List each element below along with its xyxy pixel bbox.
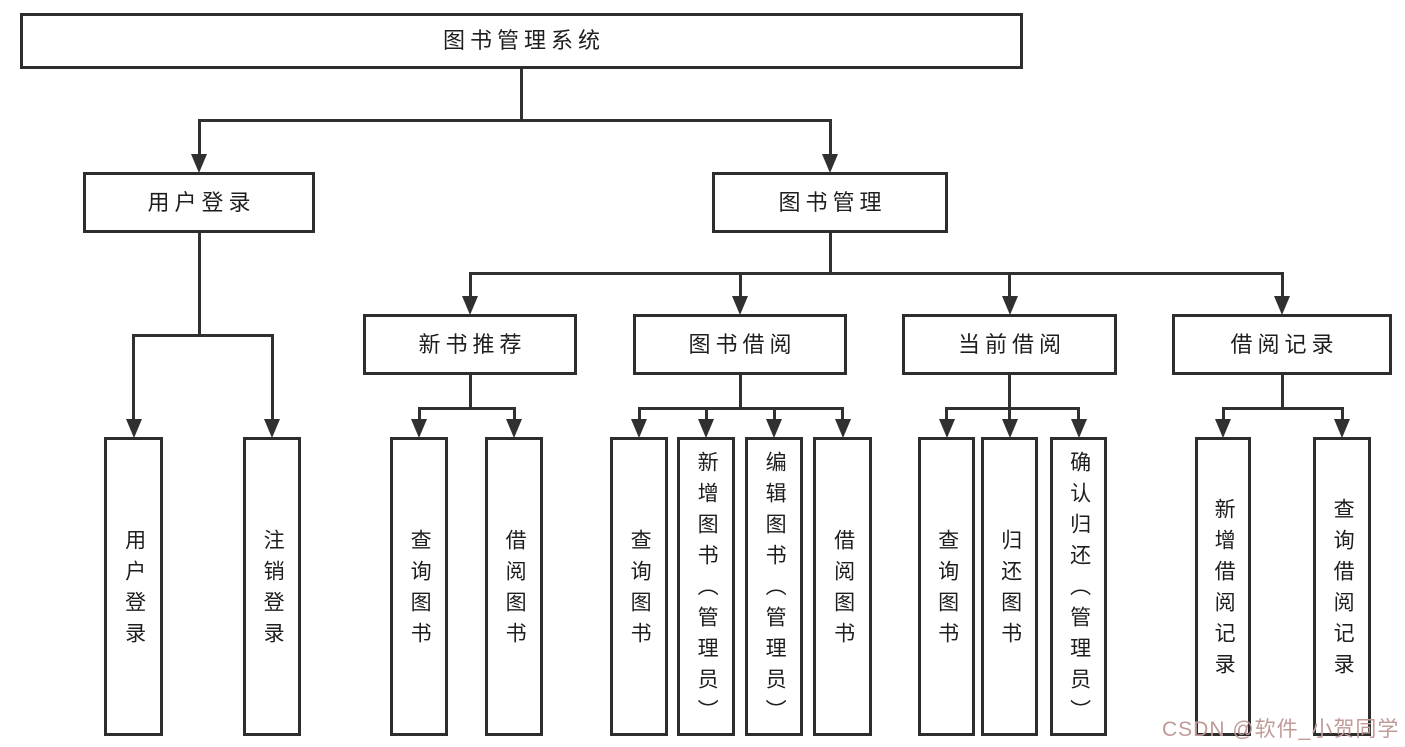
- node-new-book-recommend: 新书推荐: [363, 314, 577, 375]
- connector-line: [132, 335, 135, 420]
- connector-line: [197, 233, 201, 335]
- node-query-books-borrowing: 查询图书: [610, 437, 668, 736]
- connector-line: [841, 408, 844, 420]
- arrowhead-down-icon: [506, 419, 522, 438]
- connector-line: [828, 233, 832, 273]
- arrowhead-down-icon: [834, 419, 851, 438]
- connector-line: [945, 408, 948, 420]
- connector-line: [132, 333, 274, 337]
- arrowhead-down-icon: [125, 419, 142, 438]
- arrowhead-down-icon: [766, 419, 782, 438]
- connector-line: [738, 375, 742, 408]
- node-user-login-action: 用户登录: [104, 437, 163, 736]
- watermark: CSDN @软件_小贺同学: [1162, 718, 1400, 741]
- node-add-borrow-record: 新增借阅记录: [1195, 437, 1251, 736]
- connector-line: [637, 408, 641, 420]
- connector-line: [828, 120, 832, 155]
- arrowhead-down-icon: [698, 419, 714, 438]
- connector-line: [417, 406, 516, 410]
- connector-line: [772, 408, 776, 420]
- arrowhead-down-icon: [264, 419, 280, 438]
- node-query-borrow-record: 查询借阅记录: [1313, 437, 1371, 736]
- node-confirm-return-admin: 确认归还（管理员）: [1050, 437, 1107, 736]
- arrowhead-down-icon: [191, 154, 207, 173]
- arrowhead-down-icon: [1001, 419, 1018, 438]
- arrowhead-down-icon: [732, 296, 748, 315]
- connector-line: [520, 69, 523, 120]
- arrowhead-down-icon: [411, 419, 427, 438]
- node-query-books-current: 查询图书: [918, 437, 975, 736]
- connector-line: [1280, 273, 1284, 297]
- connector-line: [1077, 408, 1080, 420]
- connector-line: [1340, 408, 1344, 420]
- connector-line: [197, 120, 201, 155]
- connector-line: [1221, 408, 1225, 420]
- connector-line: [270, 335, 274, 420]
- connector-line: [468, 273, 472, 297]
- connector-line: [512, 408, 516, 420]
- node-borrowing-records: 借阅记录: [1172, 314, 1392, 375]
- connector-line: [197, 118, 832, 122]
- node-query-books-recommend: 查询图书: [390, 437, 448, 736]
- node-library-system: 图书管理系统: [20, 13, 1023, 69]
- arrowhead-down-icon: [1001, 296, 1018, 315]
- arrowhead-down-icon: [1215, 419, 1231, 438]
- arrowhead-down-icon: [1070, 419, 1087, 438]
- node-book-borrowing: 图书借阅: [633, 314, 847, 375]
- node-current-borrowing: 当前借阅: [902, 314, 1117, 375]
- connector-line: [945, 406, 1080, 410]
- arrowhead-down-icon: [1274, 296, 1290, 315]
- arrowhead-down-icon: [938, 419, 955, 438]
- connector-line: [468, 271, 1284, 275]
- node-user-login: 用户登录: [83, 172, 315, 233]
- connector-line: [468, 375, 472, 408]
- connector-line: [738, 273, 742, 297]
- node-add-books-admin: 新增图书（管理员）: [677, 437, 735, 736]
- node-borrow-books-borrowing: 借阅图书: [813, 437, 872, 736]
- node-edit-books-admin: 编辑图书（管理员）: [745, 437, 803, 736]
- arrowhead-down-icon: [822, 154, 838, 173]
- connector-line: [1280, 375, 1284, 408]
- connector-line: [704, 408, 708, 420]
- node-return-books: 归还图书: [981, 437, 1038, 736]
- connector-line: [637, 406, 844, 410]
- connector-line: [417, 408, 421, 420]
- arrowhead-down-icon: [631, 419, 647, 438]
- connector-line: [1221, 406, 1344, 410]
- arrowhead-down-icon: [1334, 419, 1350, 438]
- node-book-management: 图书管理: [712, 172, 948, 233]
- node-borrow-books-recommend: 借阅图书: [485, 437, 543, 736]
- connector-line: [1008, 408, 1011, 420]
- connector-line: [1008, 375, 1011, 408]
- node-logout-action: 注销登录: [243, 437, 301, 736]
- connector-line: [1008, 273, 1011, 297]
- arrowhead-down-icon: [462, 296, 478, 315]
